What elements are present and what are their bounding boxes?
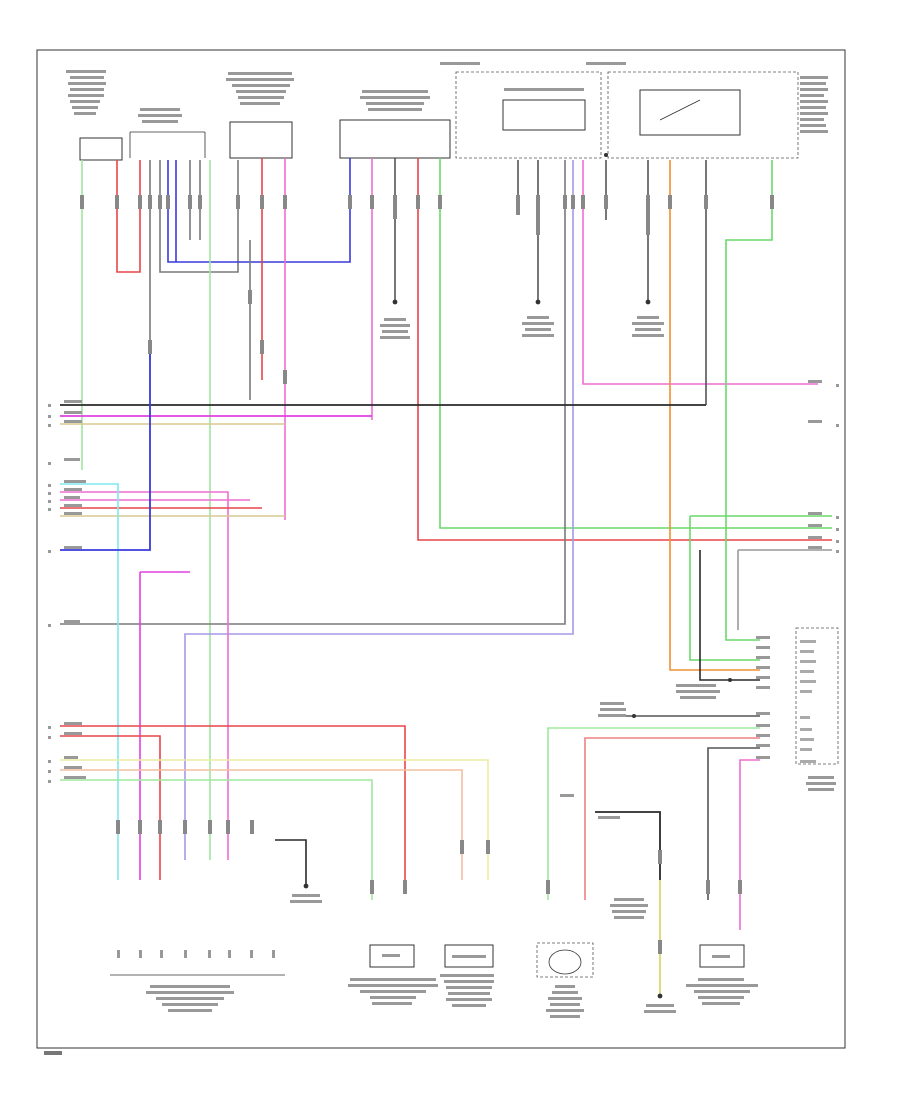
wires	[60, 158, 832, 995]
top-label-blocks	[66, 62, 828, 133]
wire-green-br	[547, 727, 760, 900]
wire-gray-relay	[60, 160, 566, 625]
relay-switch	[659, 99, 701, 121]
motor-icon	[548, 949, 582, 975]
splice-icon	[604, 153, 608, 157]
footer-code	[44, 1051, 62, 1055]
component-center-box	[229, 121, 293, 159]
wire-green-right	[725, 160, 773, 641]
ground-icon	[535, 299, 541, 305]
ground-icon	[657, 993, 663, 999]
wire-green-right-2	[689, 516, 760, 661]
junction-block-b	[607, 71, 799, 159]
bottom-components	[110, 794, 758, 1018]
relay-box-b	[639, 89, 741, 136]
bus-yellow	[60, 759, 489, 880]
splice-icon	[728, 678, 732, 682]
connector-bracket	[129, 131, 206, 158]
wire-black-right-2	[699, 550, 760, 681]
component-ecu-box	[339, 119, 451, 159]
bus-pink-a	[60, 491, 229, 860]
relay-box	[502, 99, 586, 131]
wire-label-ticks	[80, 195, 774, 954]
wire-red-loop	[116, 160, 141, 273]
bus-green-low	[60, 779, 373, 900]
splice-icon	[632, 714, 636, 718]
wire-gray-loop	[159, 160, 239, 273]
wire-blue-top	[167, 158, 351, 263]
ground-icon	[392, 299, 398, 305]
wire-ground	[275, 839, 307, 885]
bus-red-low	[60, 725, 406, 880]
wire-orange	[669, 160, 760, 671]
ground-icon	[303, 883, 309, 889]
right-bus-labels	[808, 380, 839, 553]
bus-lightblue	[60, 483, 119, 880]
wire-black-br-3	[595, 811, 661, 880]
bus-blue	[60, 340, 151, 551]
motor-housing	[536, 942, 594, 978]
component-tl-box	[79, 137, 123, 161]
diagram-border	[36, 49, 846, 1049]
top-components	[66, 62, 828, 161]
wire-red-br	[584, 737, 760, 900]
wire-green-ecu	[439, 158, 832, 529]
wire-pink-br	[739, 759, 760, 930]
wire-red-ecu	[417, 158, 832, 541]
right-connector-module	[598, 627, 839, 791]
left-bus-labels	[48, 400, 86, 783]
wire-purple-relay	[184, 160, 574, 860]
right-module-box	[795, 627, 839, 765]
wire-pink-relay	[582, 160, 818, 385]
junction-block-a	[455, 71, 602, 159]
wire-black-br-2	[707, 747, 760, 900]
ground-icon	[645, 299, 651, 305]
bus-peach	[60, 769, 463, 880]
ground-symbols	[290, 153, 732, 1013]
